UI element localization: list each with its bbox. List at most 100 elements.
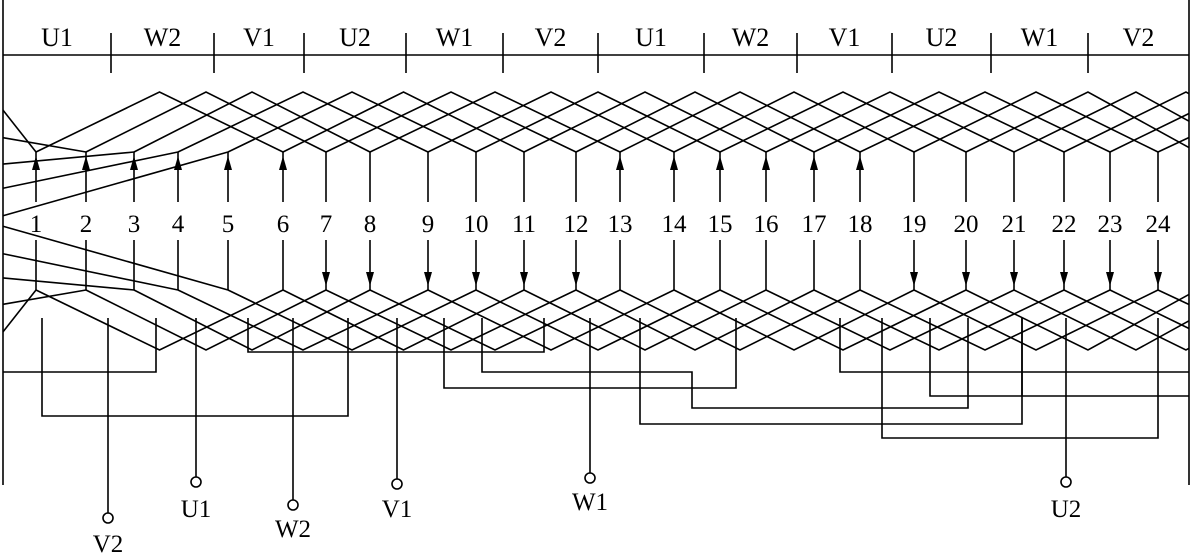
bottom-coil-end xyxy=(475,289,721,351)
phase-band-label: V2 xyxy=(1123,23,1155,52)
top-coil-end xyxy=(133,91,371,153)
slot-number: 12 xyxy=(564,211,589,238)
bottom-coil-end xyxy=(523,289,767,351)
terminal-label: U2 xyxy=(1051,496,1082,523)
current-arrow xyxy=(322,272,330,286)
current-arrow xyxy=(1106,272,1114,286)
top-coil-end xyxy=(35,91,284,153)
current-arrow xyxy=(1010,272,1018,286)
bottom-coil-end xyxy=(2,289,37,333)
slot-number: 16 xyxy=(754,211,779,238)
bottom-coil-end xyxy=(575,289,815,351)
terminal-circle xyxy=(102,512,114,524)
current-arrow xyxy=(762,156,770,170)
current-arrow xyxy=(856,156,864,170)
phase-band-label: V1 xyxy=(829,23,861,52)
slot-number: 10 xyxy=(464,211,489,238)
current-arrow xyxy=(472,272,480,286)
bottom-coil-end xyxy=(673,289,915,351)
current-arrow xyxy=(174,156,182,170)
slot-number: 8 xyxy=(364,211,377,238)
bottom-coil-end xyxy=(2,277,135,291)
top-coil-end xyxy=(325,91,577,153)
bottom-coil-end xyxy=(2,252,179,291)
bottom-coil-end xyxy=(369,289,621,351)
bottom-coil-end xyxy=(619,289,861,351)
top-coil-end xyxy=(2,151,135,165)
terminal-label: W1 xyxy=(572,489,608,516)
top-coil-end xyxy=(965,91,1190,153)
bottom-coil-end xyxy=(859,289,1111,351)
top-coil-end xyxy=(765,91,1015,153)
top-coil-end xyxy=(523,91,767,153)
top-coil-end xyxy=(913,91,1159,153)
bottom-coil-end xyxy=(765,289,1015,351)
slot-number: 2 xyxy=(80,211,93,238)
terminal-label: V2 xyxy=(93,531,124,554)
slot-number: 17 xyxy=(802,211,827,238)
current-arrow xyxy=(279,156,287,170)
group-interconnections xyxy=(3,318,1189,439)
top-coil-end xyxy=(1157,136,1190,153)
phase-band-label: U1 xyxy=(41,23,73,52)
interconnection-wire xyxy=(839,318,1189,373)
slot-number: 13 xyxy=(608,211,633,238)
current-arrow xyxy=(1060,272,1068,286)
slot-number: 23 xyxy=(1098,211,1123,238)
phase-band-label: U2 xyxy=(339,23,371,52)
current-arrow xyxy=(670,156,678,170)
bottom-coil-end xyxy=(85,289,327,351)
phase-band-label: W1 xyxy=(1021,23,1059,52)
top-coil-end xyxy=(575,91,815,153)
bottom-coil-end xyxy=(325,289,577,351)
terminal-label: V1 xyxy=(382,496,413,523)
slot-number: 19 xyxy=(902,211,927,238)
bottom-coil-end xyxy=(227,289,477,351)
bottom-coil-end xyxy=(35,289,284,351)
phase-band-label: W1 xyxy=(436,23,474,52)
top-coil-end xyxy=(227,91,477,153)
top-coil-end xyxy=(475,91,721,153)
coil-end-connections xyxy=(2,91,1190,351)
slot-number: 14 xyxy=(662,211,688,238)
top-coil-end xyxy=(1013,91,1190,153)
interconnection-wire xyxy=(41,318,349,417)
current-arrow xyxy=(572,272,580,286)
interconnection-wire xyxy=(247,318,545,353)
current-arrow xyxy=(616,156,624,170)
current-arrow xyxy=(910,272,918,286)
top-coil-end xyxy=(85,91,327,153)
bottom-coil-end xyxy=(719,289,967,351)
slot-number: 9 xyxy=(422,211,435,238)
slot-number: 21 xyxy=(1002,211,1027,238)
phase-band-label: V2 xyxy=(535,23,567,52)
bottom-coil-end xyxy=(282,289,525,351)
terminal-circle xyxy=(1060,476,1072,488)
bottom-coil-end xyxy=(133,289,371,351)
terminal-circle xyxy=(391,478,403,490)
current-arrow xyxy=(366,272,374,286)
current-arrow xyxy=(810,156,818,170)
bottom-coil-end xyxy=(965,289,1190,351)
bottom-coil-end xyxy=(177,289,429,351)
current-arrow xyxy=(962,272,970,286)
current-arrow xyxy=(224,156,232,170)
slot-number: 22 xyxy=(1052,211,1077,238)
slot-number: 20 xyxy=(954,211,979,238)
interconnection-wire xyxy=(929,318,1189,397)
current-arrow xyxy=(424,272,432,286)
phase-band-label: V1 xyxy=(243,23,275,52)
current-arrow xyxy=(1154,272,1162,286)
slot-number: 1 xyxy=(30,211,43,238)
frame xyxy=(2,0,1190,485)
top-coil-end xyxy=(2,151,179,190)
interconnection-wire xyxy=(881,318,1159,439)
bottom-coil-end xyxy=(813,289,1065,351)
top-coil-end xyxy=(427,91,675,153)
slot-number: 24 xyxy=(1146,211,1172,238)
top-coil-end xyxy=(719,91,967,153)
terminal-circle xyxy=(584,472,596,484)
slot-number: 18 xyxy=(848,211,873,238)
